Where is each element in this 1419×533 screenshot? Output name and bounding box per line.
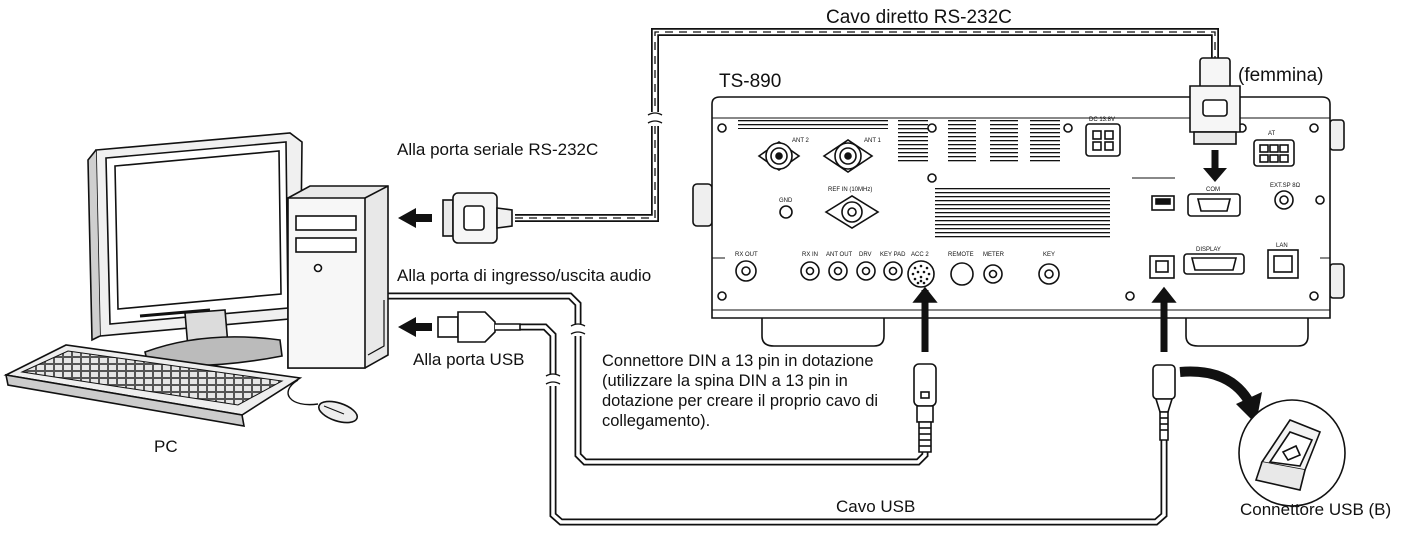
pc-tower (287, 185, 389, 369)
usb-b-detail (1238, 399, 1346, 507)
panel-label-display: DISPLAY (1196, 247, 1221, 253)
panel-label-meter: METER (983, 252, 1005, 258)
din-plug (912, 286, 938, 453)
usb-cable (520, 323, 1168, 526)
panel-label-dc: DC 13.8V (1089, 117, 1115, 123)
panel-label-ext-sp: EXT.SP 8Ω (1270, 183, 1301, 189)
panel-label-drv: DRV (859, 252, 872, 258)
pc-mouse (287, 379, 359, 424)
pc-keyboard (3, 344, 303, 427)
label-female: (femmina) (1238, 65, 1324, 86)
curved-arrow-usb-detail (1179, 366, 1262, 424)
label-usb-connector: Connettore USB (B) (1240, 500, 1392, 519)
label-din-note: Connettore DIN a 13 pin in dotazione (ut… (602, 352, 879, 430)
label-rs232c-cable: Cavo diretto RS-232C (826, 7, 1012, 28)
panel-label-lan: LAN (1276, 243, 1288, 249)
panel-label-rx-out: RX OUT (735, 252, 758, 258)
usb-b-plug (1151, 286, 1177, 441)
panel-label-ant1: ANT 1 (864, 138, 882, 144)
audio-cable (380, 292, 929, 466)
panel-label-key-pad: KEY PAD (880, 252, 906, 258)
panel-label-key: KEY (1043, 252, 1055, 258)
label-serial-port: Alla porta seriale RS-232C (397, 140, 599, 159)
panel-label-gnd: GND (779, 198, 793, 204)
panel-label-ant2: ANT 2 (792, 138, 810, 144)
label-pc: PC (154, 437, 178, 456)
rs232c-cable (515, 28, 1219, 222)
panel-label-rx-in: RX IN (802, 252, 818, 258)
label-radio-model: TS-890 (719, 71, 782, 92)
panel-labels: ANT 2 ANT 1 DC 13.8V AT GND REF IN (10MH… (735, 117, 1301, 258)
db9-plug-pc (442, 192, 513, 244)
ts890-rear-panel (692, 96, 1345, 347)
panel-label-com: COM (1206, 187, 1220, 193)
panel-label-ref-in: REF IN (10MHz) (828, 187, 872, 193)
label-usb-port: Alla porta USB (413, 350, 525, 369)
panel-label-at: AT (1268, 131, 1276, 137)
panel-label-acc2: ACC 2 (911, 252, 929, 258)
usb-a-plug-pc (437, 311, 521, 343)
panel-label-ant-out: ANT OUT (826, 252, 853, 258)
db9-female-connector (1189, 57, 1241, 145)
label-usb-cable: Cavo USB (836, 497, 916, 516)
arrows-to-pc (398, 208, 432, 337)
arrow-to-com-head (1203, 168, 1227, 182)
label-audio-port: Alla porta di ingresso/uscita audio (397, 266, 652, 285)
panel-label-remote: REMOTE (948, 252, 974, 258)
pc-monitor (87, 132, 303, 367)
